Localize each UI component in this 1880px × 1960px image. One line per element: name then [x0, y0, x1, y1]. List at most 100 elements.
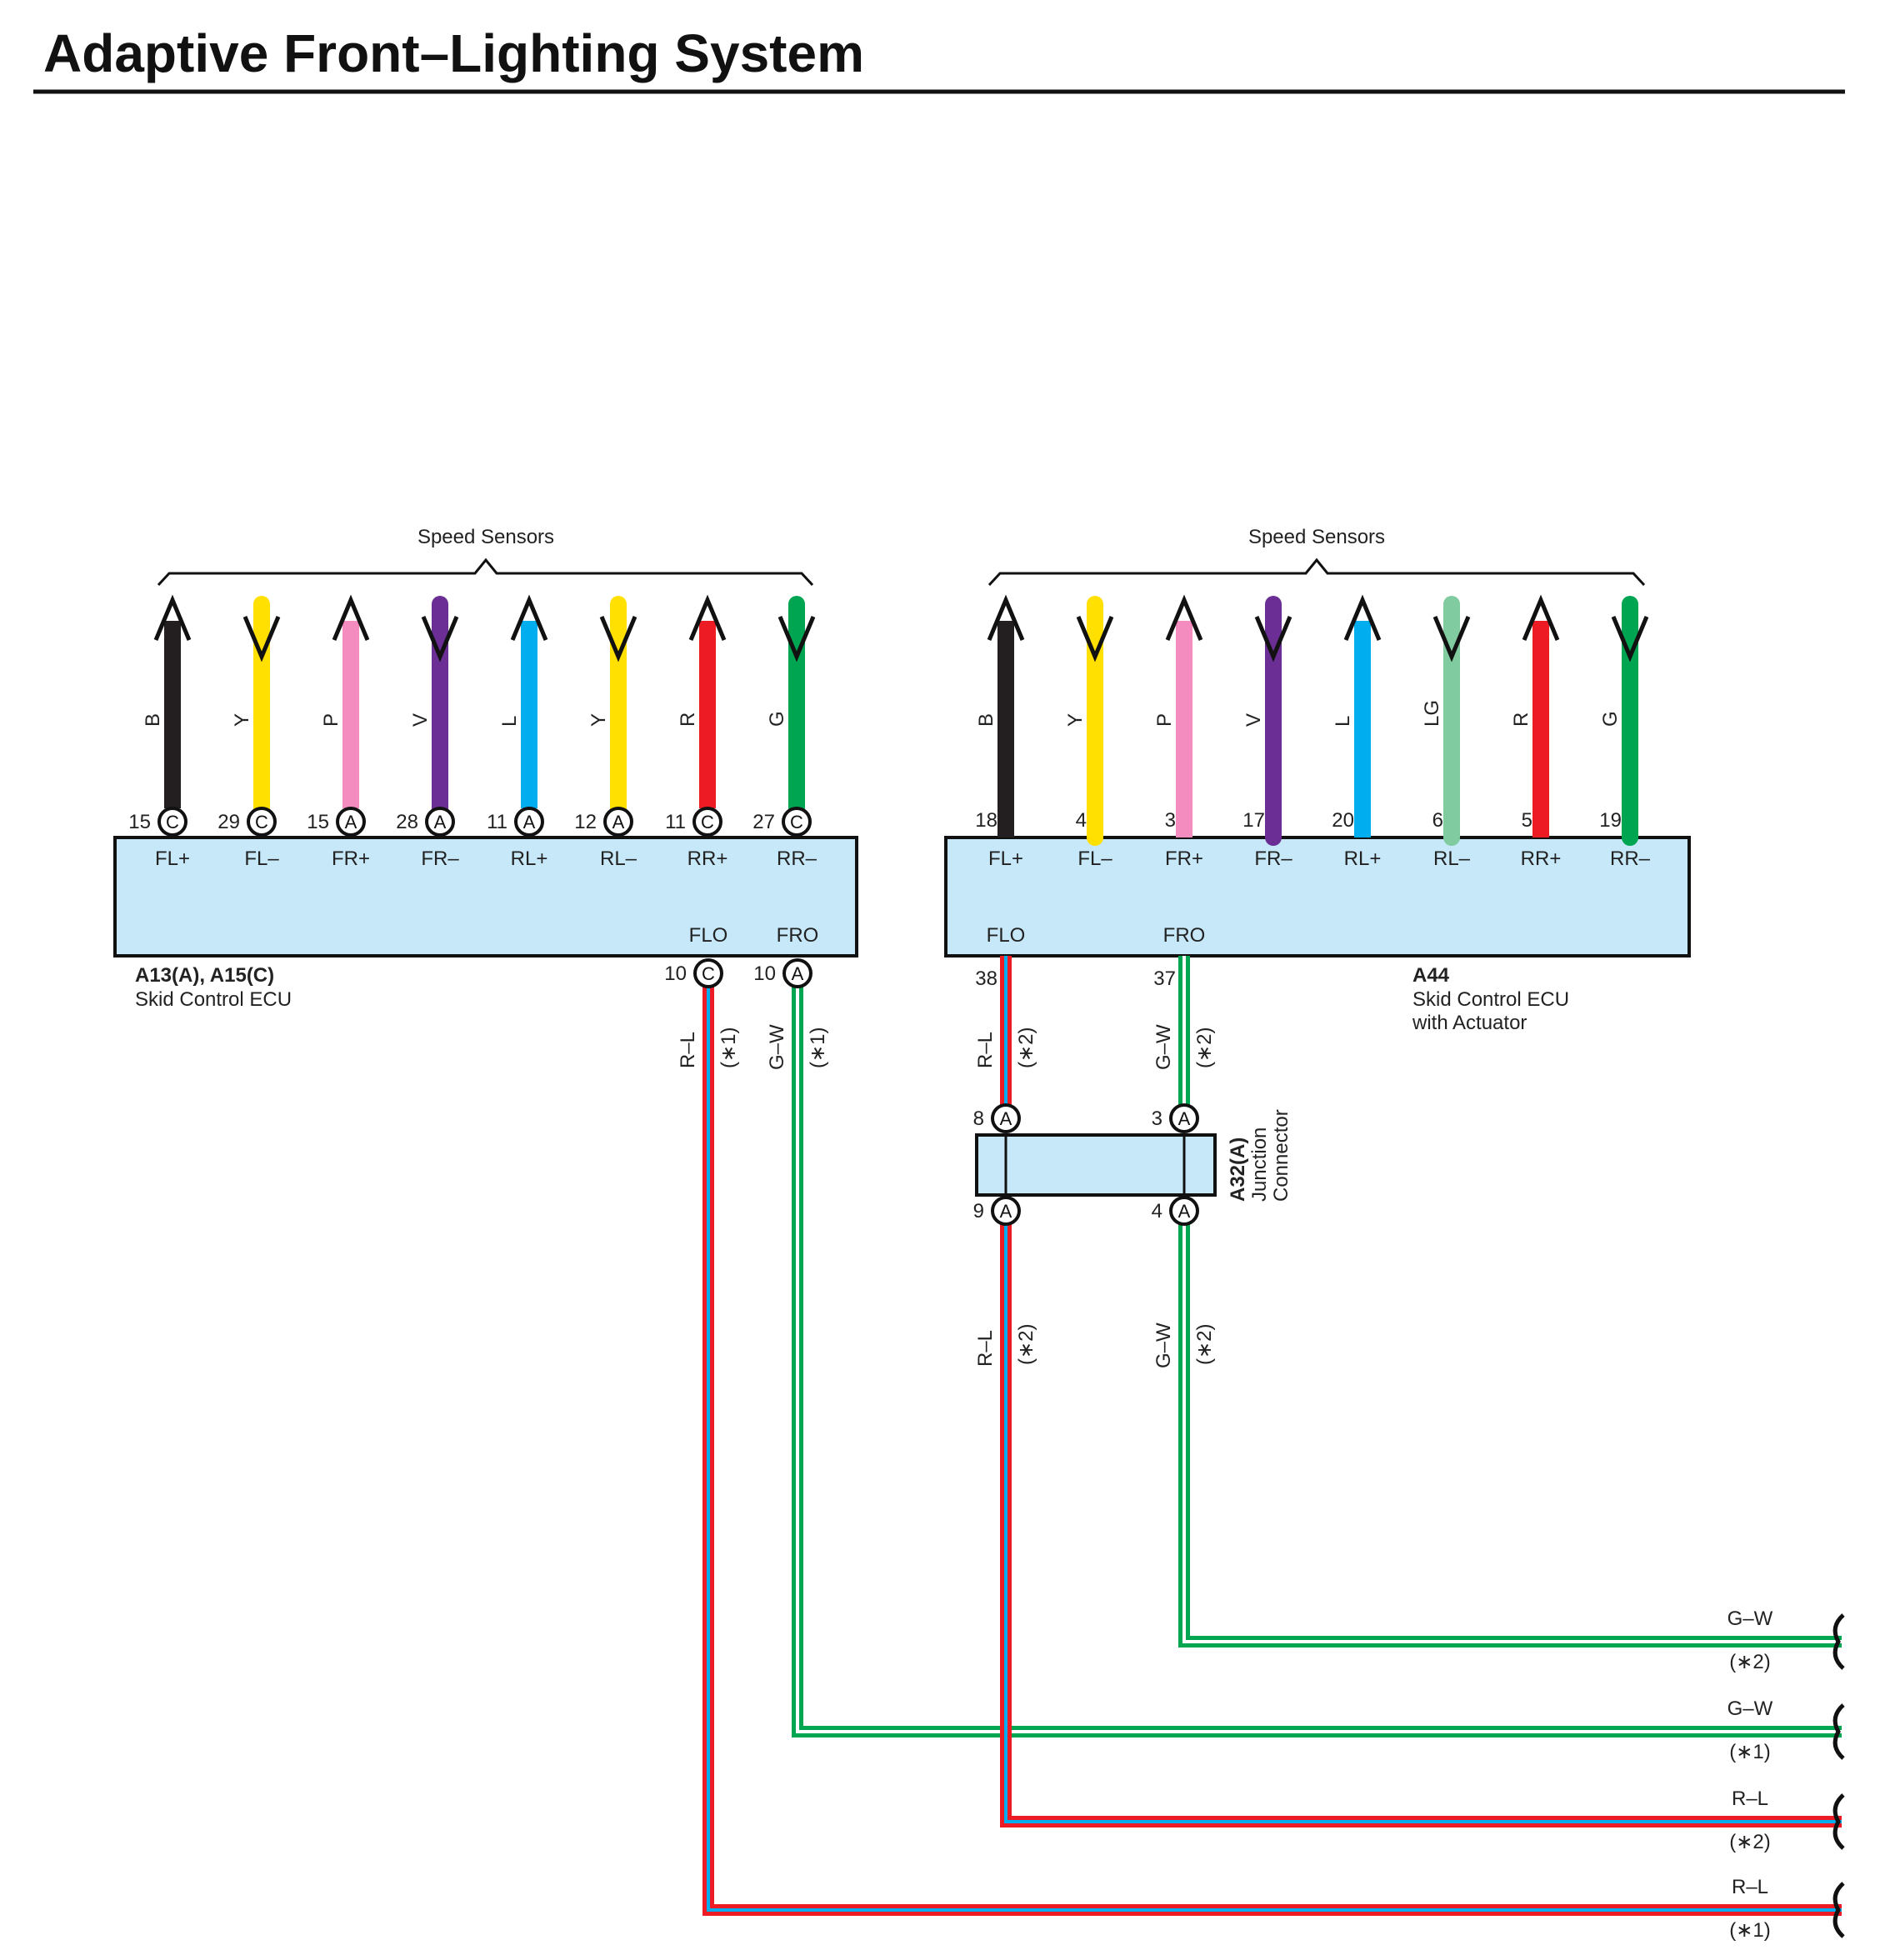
svg-text:A: A: [792, 963, 804, 984]
pin-number: 11: [487, 811, 508, 833]
right-output-pin-number: 37: [1153, 968, 1176, 990]
arrow-up-icon: [510, 594, 548, 641]
left-ecu-flo-terminal: FLO: [689, 924, 728, 947]
svg-text:A: A: [523, 812, 536, 832]
connector-c-icon: C: [247, 807, 277, 837]
left-fro-wire-label: G–W: [766, 1024, 788, 1070]
svg-text:A: A: [345, 812, 358, 832]
arrow-up-icon: [1343, 594, 1382, 641]
terminal-label: RR+: [688, 848, 728, 870]
pin-number: 19: [1599, 809, 1622, 832]
junction-pin-number: 3: [1152, 1108, 1162, 1130]
left-ecu-code: A13(A), A15(C): [135, 964, 274, 987]
terminal-label: RR+: [1521, 848, 1562, 870]
wire-color-label: Y: [588, 713, 610, 727]
left-flo-wire-rl: [702, 973, 1842, 1916]
terminal-label: RL–: [1433, 848, 1471, 870]
right-exits: G–W(∗2)G–W(∗1)R–L(∗2)R–L(∗1): [1728, 1608, 1845, 1942]
exit-wire-label: R–L: [1732, 1876, 1768, 1898]
wire-break-icon: [1832, 1703, 1845, 1760]
arrow-up-icon: [688, 594, 727, 641]
wire-color-label: G: [766, 711, 788, 727]
arrow-up-icon: [1522, 594, 1560, 641]
left-ecu-name: Skid Control ECU: [135, 988, 292, 1011]
pin-number: 11: [665, 811, 686, 833]
pin-number: 28: [396, 811, 418, 833]
exit-wire-note: (∗1): [1729, 1741, 1770, 1763]
wire-color-label: V: [1242, 713, 1265, 727]
arrow-down-icon: [1254, 616, 1292, 662]
wire-color-label: L: [498, 716, 521, 727]
svg-text:A: A: [1000, 1108, 1012, 1129]
pin-number: 29: [218, 811, 240, 833]
junction-label: A32(A) Junction Connector: [1227, 1109, 1292, 1202]
junction-pin-number: 8: [973, 1108, 984, 1130]
connector-a-icon: A: [425, 807, 455, 837]
right-flo-wire-label: R–L: [974, 1032, 997, 1068]
arrow-down-icon: [1432, 616, 1471, 662]
terminal-label: FL–: [244, 848, 279, 870]
terminal-label: FR+: [332, 848, 370, 870]
right-speed-sensors-label: Speed Sensors: [1248, 526, 1385, 548]
svg-text:C: C: [702, 963, 715, 984]
exit-3: R–L(∗2): [1729, 1788, 1845, 1853]
connector-a-icon: A: [336, 807, 366, 837]
connector-a-icon: A: [603, 807, 633, 837]
terminal-label: FL+: [988, 848, 1023, 870]
svg-text:A: A: [1178, 1108, 1191, 1129]
left-flo-wire-label: R–L: [677, 1032, 699, 1068]
connector-c-icon: C: [782, 807, 812, 837]
right-ecu-name-line1: Skid Control ECU: [1412, 988, 1569, 1011]
left-ecu-box: [113, 836, 858, 958]
right-ecu-box: [944, 836, 1691, 958]
right-flo-wire-note: (∗2): [1015, 1028, 1038, 1068]
junction-pin-number: 4: [1152, 1200, 1162, 1222]
arrow-up-icon: [332, 594, 370, 641]
exit-wire-label: R–L: [1732, 1788, 1768, 1810]
pin-number: 18: [975, 809, 998, 832]
svg-text:C: C: [255, 812, 268, 832]
arrow-down-icon: [599, 616, 638, 662]
pin-number: 4: [1076, 809, 1087, 832]
right-speed-sensors-brace: [988, 558, 1646, 587]
arrow-down-icon: [1076, 616, 1114, 662]
arrow-up-icon: [987, 594, 1025, 641]
right-flo-wire-rl: [1000, 956, 1842, 1828]
right-ecu-name-line2: with Actuator: [1412, 1012, 1527, 1034]
wire-color-label: B: [142, 713, 164, 727]
connector-a-icon: A: [514, 807, 544, 837]
terminal-label: FL+: [155, 848, 190, 870]
junction-pin-number: 9: [973, 1200, 984, 1222]
exit-wire-label: G–W: [1728, 1698, 1773, 1720]
exit-2: G–W (∗1): [1728, 1698, 1845, 1763]
left-fro-wire-gw: [792, 973, 1842, 1738]
left-flo-wire-note: (∗1): [718, 1028, 740, 1068]
left-sensor-wires: BC15FL+YC29FL–PA15FR+VA28FR–LA11RL+YA12R…: [128, 594, 818, 870]
page-title: Adaptive Front–Lighting System: [43, 23, 864, 83]
junction-out-rl-note: (∗2): [1015, 1324, 1038, 1365]
arrow-down-icon: [421, 616, 459, 662]
wire-color-label: Y: [1064, 713, 1087, 727]
wire-color-label: R: [1510, 712, 1532, 727]
svg-text:C: C: [701, 812, 714, 832]
terminal-label: FR–: [421, 848, 459, 870]
arrow-up-icon: [153, 594, 192, 641]
terminal-label: FR–: [1254, 848, 1292, 870]
wire-break-icon: [1832, 1613, 1845, 1670]
connector-c-icon: C: [158, 807, 188, 837]
svg-text:C: C: [166, 812, 179, 832]
wire-break-icon: [1832, 1882, 1845, 1938]
svg-text:A: A: [1000, 1201, 1012, 1222]
pin-number: 20: [1332, 809, 1354, 832]
junction-code: A32(A): [1227, 1138, 1249, 1202]
svg-text:A: A: [612, 812, 625, 832]
junction-connector-a-icon: A: [991, 1103, 1021, 1133]
